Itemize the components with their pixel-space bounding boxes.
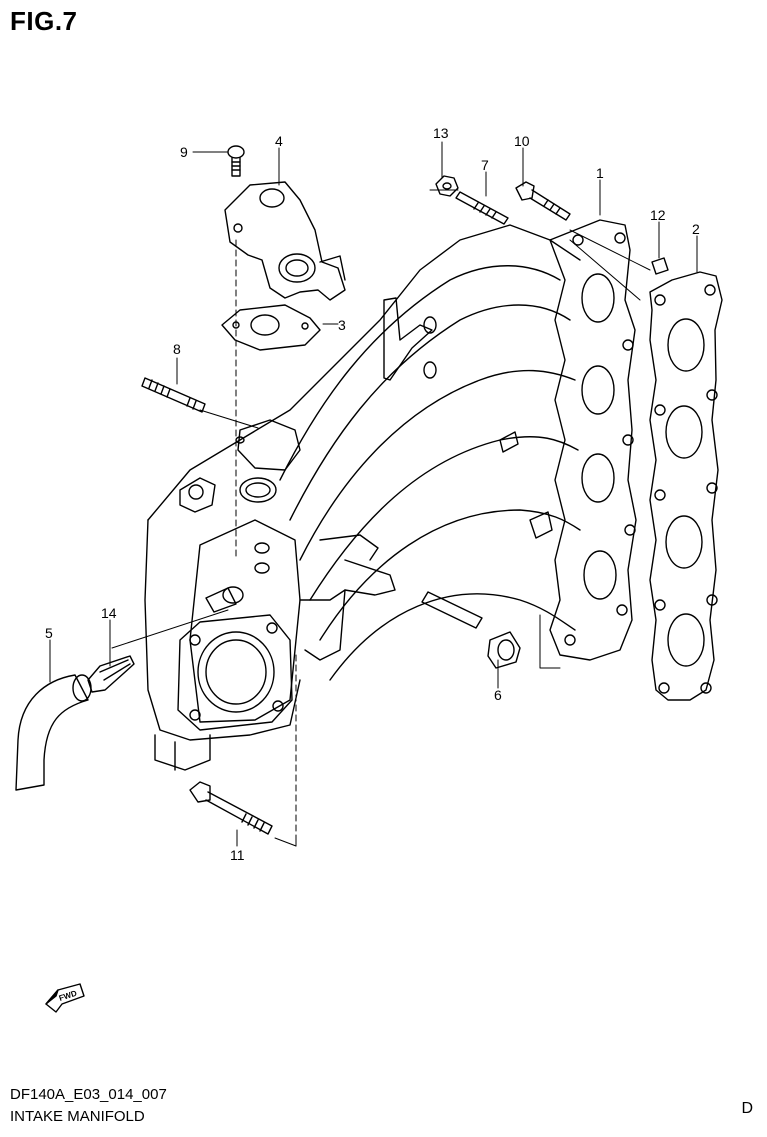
callout-1: 1 (596, 165, 604, 181)
callout-9: 9 (180, 144, 188, 160)
callout-3: 3 (338, 317, 346, 333)
leader-lines (49, 141, 698, 847)
part-3-iac-gasket (221, 304, 321, 351)
part-14-hose-clamp (87, 655, 135, 693)
part-9-screw (227, 145, 245, 177)
page-letter: D (741, 1100, 753, 1117)
water-pipe (421, 591, 483, 629)
fwd-arrow-icon: FWD (45, 983, 85, 1013)
drawing-title: INTAKE MANIFOLD (10, 1108, 145, 1125)
callout-10: 10 (514, 133, 530, 149)
figure-label: FIG.7 (10, 6, 78, 36)
fitting-pipe (205, 587, 237, 613)
callout-6: 6 (494, 687, 502, 703)
part-4-iac-valve (224, 181, 346, 301)
part-6-collar (487, 631, 521, 669)
callout-12: 12 (650, 207, 666, 223)
part-11-bolt (189, 781, 273, 835)
part-10-bolt (515, 181, 571, 221)
callout-5: 5 (45, 625, 53, 641)
callout-4: 4 (275, 133, 283, 149)
callout-7: 7 (481, 157, 489, 173)
part-12-dowel-pin (651, 257, 669, 275)
part-5-hose (15, 674, 92, 791)
callout-14: 14 (101, 605, 117, 621)
throttle-body-flange (177, 614, 293, 731)
part-2-gasket (649, 271, 723, 701)
callout-8: 8 (173, 341, 181, 357)
part-7-stud (455, 191, 509, 225)
callout-13: 13 (433, 125, 449, 141)
part-13-nut (435, 175, 459, 197)
callout-11: 11 (230, 847, 245, 863)
callout-2: 2 (692, 221, 700, 237)
part-1-intake-manifold (144, 219, 637, 771)
part-8-stud (141, 377, 206, 413)
drawing-code: DF140A_E03_014_007 (10, 1086, 167, 1103)
